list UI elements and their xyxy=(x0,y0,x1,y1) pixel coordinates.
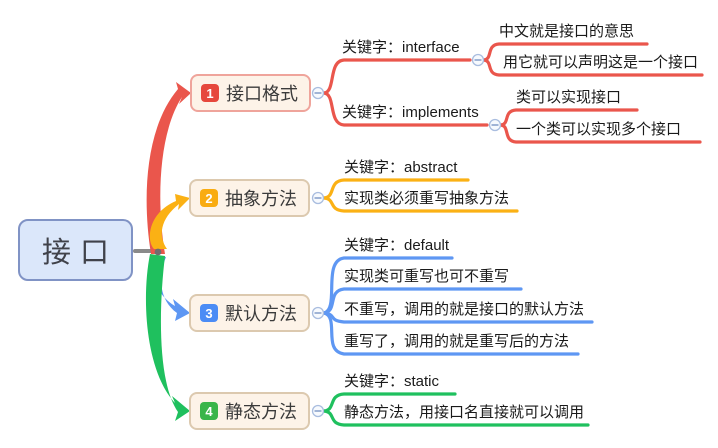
branch-1-curve xyxy=(146,82,191,254)
collapse-toggle-topic-2[interactable] xyxy=(311,191,325,205)
topic-label: 抽象方法 xyxy=(225,189,297,209)
wire-static-note xyxy=(322,409,590,427)
wire-implements xyxy=(322,91,489,127)
node-keyword-interface[interactable]: 关键字：interface xyxy=(342,39,460,56)
node-default-overridden[interactable]: 重写了，调用的就是重写后的方法 xyxy=(344,333,570,350)
collapse-toggle-topic-1[interactable] xyxy=(311,86,325,100)
node-abstract-override[interactable]: 实现类必须重写抽象方法 xyxy=(344,190,510,207)
topic-interface-format[interactable]: 1 接口格式 xyxy=(190,74,311,112)
collapse-toggle-topic-4[interactable] xyxy=(311,404,325,418)
topic-static-method[interactable]: 4 静态方法 xyxy=(189,392,310,430)
root-junction-dot xyxy=(154,248,162,256)
wire-implements-child-2 xyxy=(499,123,702,144)
collapse-toggle-implements[interactable] xyxy=(488,118,502,132)
wire-interface-child-2 xyxy=(482,58,704,77)
wire-interface xyxy=(322,58,472,95)
wire-default-note-3 xyxy=(322,311,580,356)
node-keyword-default[interactable]: 关键字：default xyxy=(344,237,450,254)
node-static-call[interactable]: 静态方法，用接口名直接就可以调用 xyxy=(344,404,585,421)
priority-2-badge: 2 xyxy=(200,189,218,207)
node-keyword-static[interactable]: 关键字：static xyxy=(344,373,440,390)
priority-1-badge: 1 xyxy=(201,84,219,102)
priority-3-badge: 3 xyxy=(200,304,218,322)
priority-4-badge: 4 xyxy=(200,402,218,420)
node-default-no-override[interactable]: 不重写，调用的就是接口的默认方法 xyxy=(344,301,585,318)
root-node-interface[interactable]: 接口 xyxy=(18,219,133,281)
collapse-toggle-interface[interactable] xyxy=(471,53,485,67)
root-label: 接口 xyxy=(41,235,118,269)
node-keyword-abstract[interactable]: 关键字：abstract xyxy=(344,159,458,176)
topic-label: 默认方法 xyxy=(225,304,297,324)
node-default-optional[interactable]: 实现类可重写也可不重写 xyxy=(344,268,510,285)
wire-default-note-1 xyxy=(322,287,523,315)
node-interface-declare[interactable]: 用它就可以声明这是一个接口 xyxy=(503,54,699,71)
node-class-implement-multi[interactable]: 一个类可以实现多个接口 xyxy=(516,121,682,138)
topic-label: 接口格式 xyxy=(226,84,298,104)
branch-4-curve xyxy=(145,254,190,421)
node-class-implement[interactable]: 类可以实现接口 xyxy=(516,89,622,106)
wire-abstract-note xyxy=(322,196,519,213)
topic-abstract-method[interactable]: 2 抽象方法 xyxy=(189,179,310,217)
collapse-toggle-topic-3[interactable] xyxy=(311,306,325,320)
node-keyword-implements[interactable]: 关键字：implements xyxy=(342,104,479,121)
topic-label: 静态方法 xyxy=(225,402,297,422)
branch-2-curve xyxy=(149,194,190,249)
node-interface-meaning[interactable]: 中文就是接口的意思 xyxy=(499,23,635,40)
topic-default-method[interactable]: 3 默认方法 xyxy=(189,294,310,332)
